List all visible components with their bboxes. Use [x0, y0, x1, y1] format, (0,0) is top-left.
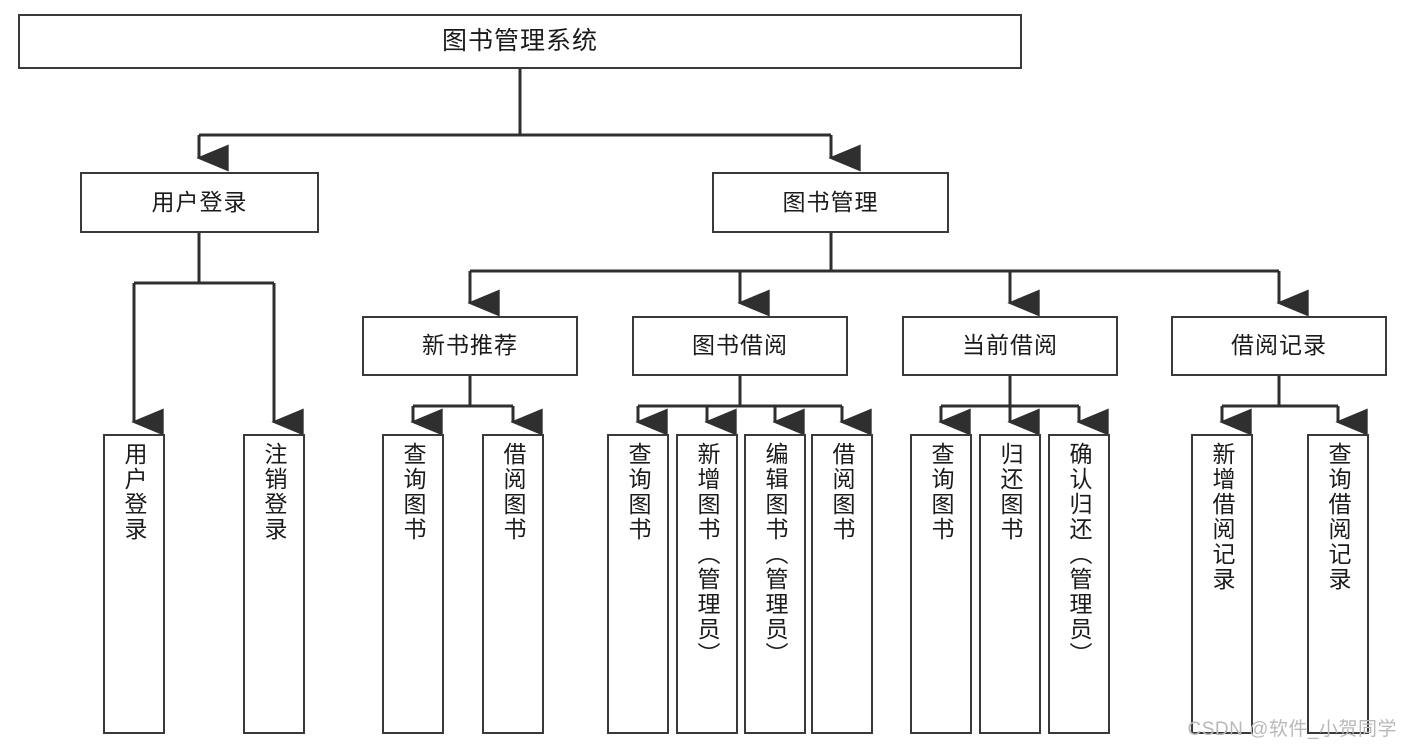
node-label: 借阅记录	[1231, 332, 1327, 359]
leaf-book-borrow-query-book[interactable]: 查询图书	[607, 434, 669, 734]
leaf-book-borrow-borrow-book[interactable]: 借阅图书	[811, 434, 873, 734]
node-label: 查询图书	[928, 442, 955, 542]
node-label: 图书管理系统	[441, 26, 598, 55]
node-label: 注销登录	[261, 442, 288, 542]
node-root-system[interactable]: 图书管理系统	[18, 14, 1022, 69]
leaf-new-book-query-book[interactable]: 查询图书	[382, 434, 444, 734]
node-book-management[interactable]: 图书管理	[712, 172, 949, 233]
node-label: 查询借阅记录	[1325, 442, 1352, 592]
node-label: 归还图书	[997, 442, 1024, 542]
node-label: 编辑图书（管理员）	[762, 442, 789, 667]
leaf-borrow-record-add-record[interactable]: 新增借阅记录	[1191, 434, 1253, 734]
node-new-book-recommend[interactable]: 新书推荐	[362, 316, 578, 376]
node-label: 确认归还（管理员）	[1066, 442, 1093, 667]
leaf-book-borrow-add-book[interactable]: 新增图书（管理员）	[676, 434, 738, 734]
watermark: CSDN @软件_小贺同学	[1187, 719, 1397, 740]
node-book-borrow[interactable]: 图书借阅	[632, 316, 848, 376]
leaf-current-borrow-confirm-return[interactable]: 确认归还（管理员）	[1048, 434, 1110, 734]
node-label: 查询图书	[400, 442, 427, 542]
node-label: 查询图书	[625, 442, 652, 542]
node-user-login[interactable]: 用户登录	[80, 172, 319, 233]
node-label: 图书管理	[782, 188, 879, 215]
leaf-user-login-logout[interactable]: 注销登录	[243, 434, 305, 734]
node-label: 新增图书（管理员）	[694, 442, 721, 667]
leaf-new-book-borrow-book[interactable]: 借阅图书	[482, 434, 544, 734]
leaf-current-borrow-return-book[interactable]: 归还图书	[979, 434, 1041, 734]
node-label: 新书推荐	[422, 332, 518, 359]
leaf-borrow-record-query-record[interactable]: 查询借阅记录	[1307, 434, 1369, 734]
node-label: 用户登录	[151, 188, 248, 215]
node-label: 借阅图书	[500, 442, 527, 542]
leaf-current-borrow-query-book[interactable]: 查询图书	[910, 434, 972, 734]
node-label: 当前借阅	[962, 332, 1058, 359]
node-current-borrow[interactable]: 当前借阅	[902, 316, 1118, 376]
leaf-user-login-login[interactable]: 用户登录	[103, 434, 165, 734]
node-label: 图书借阅	[692, 332, 788, 359]
leaf-book-borrow-edit-book[interactable]: 编辑图书（管理员）	[744, 434, 806, 734]
node-borrow-record[interactable]: 借阅记录	[1171, 316, 1387, 376]
node-label: 用户登录	[121, 442, 148, 542]
node-label: 新增借阅记录	[1209, 442, 1236, 592]
node-label: 借阅图书	[829, 442, 856, 542]
